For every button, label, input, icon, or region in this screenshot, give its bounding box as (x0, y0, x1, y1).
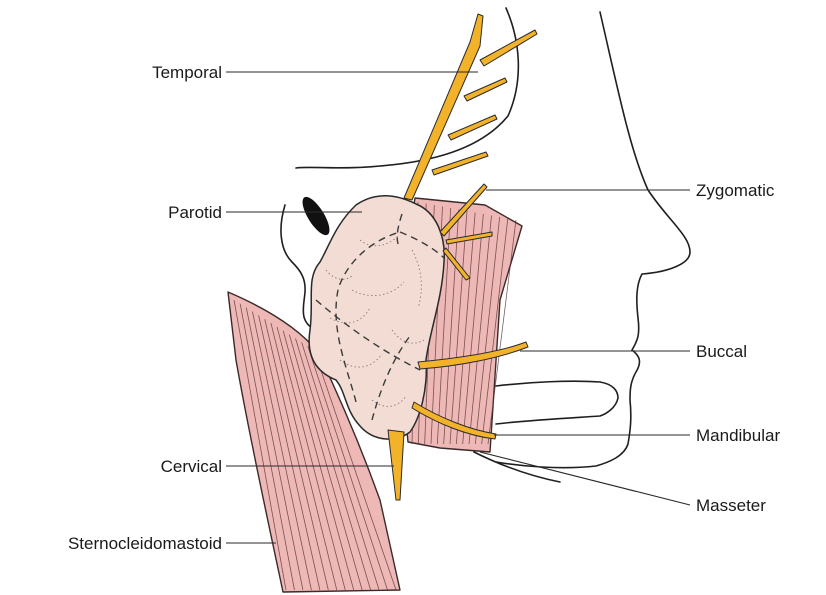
label-cervical: Cervical (161, 457, 222, 476)
label-mandibular: Mandibular (696, 426, 780, 445)
cervical-branch (388, 430, 404, 500)
label-masseter: Masseter (696, 496, 766, 515)
label-zygomatic: Zygomatic (696, 181, 775, 200)
face-profile (496, 12, 690, 468)
label-temporal: Temporal (152, 63, 222, 82)
label-parotid: Parotid (168, 203, 222, 222)
masseter-leader (480, 452, 690, 505)
mouth-line (496, 381, 618, 424)
label-sternocleidomastoid: Sternocleidomastoid (68, 534, 222, 553)
ear-canal-mark (298, 193, 335, 239)
label-buccal: Buccal (696, 342, 747, 361)
